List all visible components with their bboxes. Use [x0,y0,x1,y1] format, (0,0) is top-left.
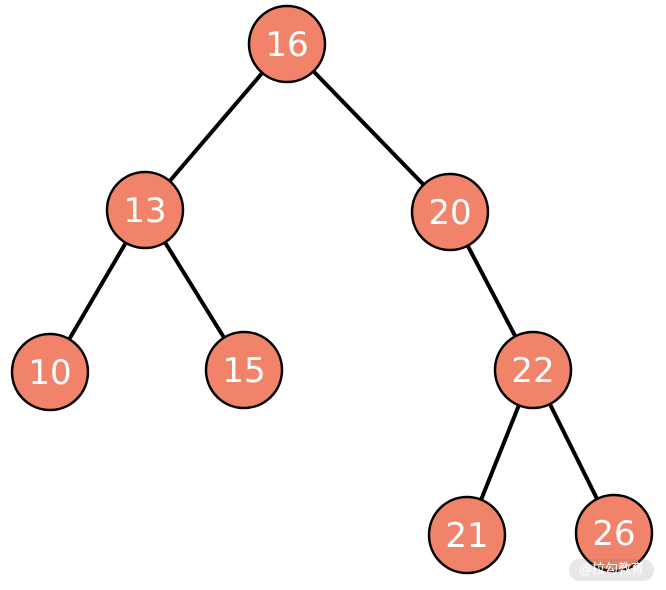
tree-edges [48,42,616,537]
watermark: @拉勾教育 [568,559,654,581]
tree-node-26: 26 [574,493,654,573]
node-circle [10,332,90,412]
node-label: 20 [428,193,471,233]
node-label: 15 [222,351,265,391]
node-circle [204,330,284,410]
tree-node-16: 16 [247,4,327,84]
tree-node-15: 15 [204,330,284,410]
tree-node-20: 20 [410,172,490,252]
node-label: 16 [265,25,308,65]
node-label: 10 [28,353,71,393]
node-circle [427,495,507,575]
node-label: 26 [592,514,635,554]
tree-node-22: 22 [493,330,573,410]
tree-node-21: 21 [427,495,507,575]
tree-node-13: 13 [105,170,185,250]
node-label: 22 [511,351,554,391]
tree-node-10: 10 [10,332,90,412]
node-circle [574,493,654,573]
node-circle [493,330,573,410]
node-label: 21 [445,516,488,556]
tree-nodes: 16 13 20 10 15 22 21 26 [10,4,654,575]
node-label: 13 [123,191,166,231]
node-circle [105,170,185,250]
node-circle [247,4,327,84]
node-circle [410,172,490,252]
